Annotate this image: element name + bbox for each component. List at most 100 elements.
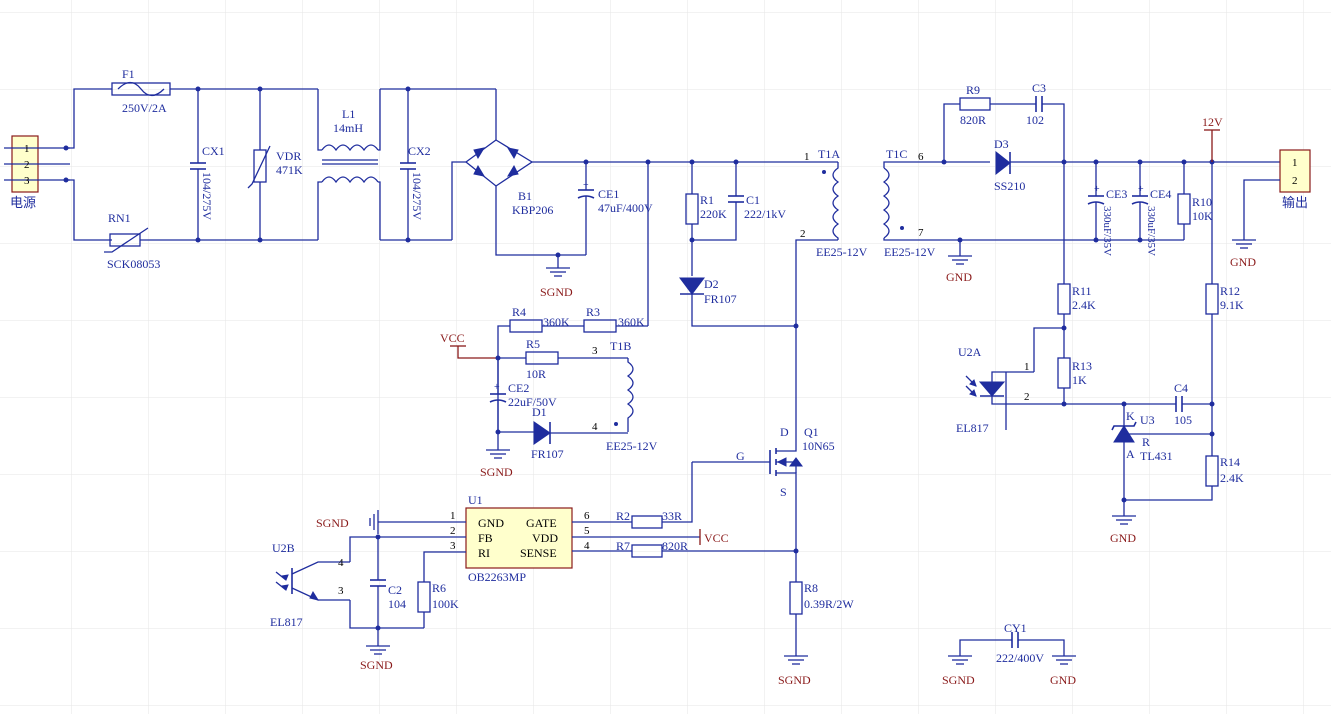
sgnd-label-6: SGND <box>942 673 975 687</box>
c2-ref: C2 <box>388 583 402 597</box>
resistor-r6[interactable]: R6 100K <box>417 581 459 628</box>
d3-ref: D3 <box>994 137 1009 151</box>
u1-pin6-num: 6 <box>584 510 590 522</box>
ntc-rn1[interactable]: RN1 SCK08053 <box>104 211 160 271</box>
cy1-ref: CY1 <box>1004 621 1027 635</box>
vdr-value: 471K <box>276 163 303 177</box>
r10-ref: R10 <box>1192 195 1212 209</box>
r5-ref: R5 <box>526 337 540 351</box>
ground-sgnd-3: SGND <box>316 510 379 534</box>
u1-ref: U1 <box>468 493 483 507</box>
ground-gnd-2: GND <box>1230 239 1256 269</box>
resistor-r13[interactable]: R13 1K <box>1057 357 1092 404</box>
u1-pin4-num: 4 <box>584 540 590 552</box>
capacitor-ce3[interactable]: + CE3 330uF/35V <box>1087 162 1127 256</box>
gnd-label-1: GND <box>946 270 972 284</box>
mosfet-q1[interactable]: D G S Q1 10N65 <box>692 420 835 499</box>
u1-pin2-num: 2 <box>450 525 456 537</box>
cx1-ref: CX1 <box>202 144 225 158</box>
v12-label: 12V <box>1202 115 1223 129</box>
resistor-r11[interactable]: R11 2.4K <box>1057 283 1096 315</box>
r8-ref: R8 <box>804 581 818 595</box>
transformer-t1b[interactable]: 3 4 T1B EE25-12V <box>592 339 658 453</box>
output-connector[interactable]: 1 2 输出 <box>1279 149 1311 210</box>
resistor-r2[interactable]: R2 33R <box>616 509 682 529</box>
u1-pin6-name: GATE <box>526 516 557 530</box>
resistor-r14[interactable]: R14 2.4K <box>1124 455 1244 501</box>
input-pin-2: 2 <box>24 159 30 171</box>
t1b-pin4: 4 <box>592 421 598 433</box>
capacitor-ce4[interactable]: + CE4 330uF/35V <box>1131 162 1171 256</box>
u2b-pin4: 4 <box>338 557 344 569</box>
ic-u1[interactable]: U1 OB2263MP GND FB RI GATE VDD SENSE 1 2… <box>450 493 590 584</box>
u3-a-label: A <box>1126 447 1135 461</box>
resistor-r8[interactable]: R8 0.39R/2W <box>789 581 854 656</box>
resistor-r10[interactable]: R10 10K <box>1177 162 1213 240</box>
d1-ref: D1 <box>532 405 547 419</box>
resistor-r7[interactable]: R7 820R <box>616 539 688 558</box>
capacitor-c1[interactable]: C1 222/1kV <box>692 162 786 241</box>
u1-pin5-name: VDD <box>532 531 558 545</box>
u2b-pin3: 3 <box>338 585 344 597</box>
capacitor-ce2[interactable]: + CE2 22uF/50V <box>489 381 557 409</box>
ce3-value: 330uF/35V <box>1101 206 1113 256</box>
capacitor-ce1[interactable]: + CE1 47uF/400V <box>577 162 653 255</box>
u1-pin4-name: SENSE <box>520 546 557 560</box>
gnd-label-3: GND <box>1110 531 1136 545</box>
vdr-ref: VDR <box>276 149 301 163</box>
u2a-pin1: 1 <box>1024 361 1030 373</box>
u3-value: TL431 <box>1140 449 1173 463</box>
choke-l1[interactable]: L1 14mH <box>317 89 381 240</box>
u1-value: OB2263MP <box>468 570 526 584</box>
ground-gnd-1: GND <box>946 255 972 284</box>
d2-ref: D2 <box>704 277 719 291</box>
diode-d1[interactable]: D1 FR107 <box>498 405 628 461</box>
ground-gnd-4: GND <box>1050 655 1076 687</box>
capacitor-c2[interactable]: C2 104 <box>370 537 406 646</box>
q1-drain-label: D <box>780 425 789 439</box>
resistor-r1[interactable]: R1 220K <box>685 162 727 276</box>
ce2-ref: CE2 <box>508 381 529 395</box>
ce1-value: 47uF/400V <box>598 201 653 215</box>
sgnd-label-5: SGND <box>360 658 393 672</box>
q1-value: 10N65 <box>802 439 835 453</box>
resistor-r5[interactable]: R5 10R <box>525 337 559 381</box>
capacitor-c3[interactable]: C3 102 <box>1026 81 1046 127</box>
fuse-f1[interactable]: F1 250V/2A <box>111 67 171 115</box>
t1a-pin1: 1 <box>804 151 810 163</box>
power-port-12v: 12V <box>1202 115 1223 162</box>
varistor-vdr[interactable]: VDR 471K <box>247 89 303 240</box>
cx2-ref: CX2 <box>408 144 431 158</box>
transformer-t1a[interactable]: 1 2 T1A EE25-12V <box>795 147 868 420</box>
svg-text:+: + <box>1094 184 1100 195</box>
r12-ref: R12 <box>1220 284 1240 298</box>
r8-value: 0.39R/2W <box>804 597 854 611</box>
ce1-ref: CE1 <box>598 187 619 201</box>
capacitor-cx1[interactable]: CX1 104/275V <box>190 89 225 240</box>
capacitor-cx2[interactable]: CX2 104/275V <box>400 89 431 240</box>
transformer-t1c[interactable]: T1C EE25-12V 6 7 <box>882 147 944 259</box>
sgnd-label-4: SGND <box>778 673 811 687</box>
input-pin-1: 1 <box>24 143 30 155</box>
optocoupler-u2a[interactable]: U2A EL817 1 2 <box>956 345 1034 435</box>
u1-pin1-num: 1 <box>450 510 456 522</box>
u2a-value: EL817 <box>956 421 989 435</box>
c3-value: 102 <box>1026 113 1044 127</box>
rn1-ref: RN1 <box>108 211 131 225</box>
input-connector[interactable]: 1 2 3 电源 <box>4 135 39 210</box>
capacitor-cy1[interactable]: CY1 222/400V <box>959 621 1065 665</box>
r3-ref: R3 <box>586 305 600 319</box>
input-connector-label: 电源 <box>10 195 36 210</box>
r13-value: 1K <box>1072 373 1087 387</box>
diode-d2[interactable]: D2 FR107 <box>679 277 796 327</box>
r10-value: 10K <box>1192 209 1213 223</box>
optocoupler-u2b[interactable]: U2B EL817 4 3 <box>270 541 350 629</box>
d2-value: FR107 <box>704 292 737 306</box>
vcc-label-1: VCC <box>440 331 465 345</box>
capacitor-c4[interactable]: C4 105 <box>1174 381 1192 427</box>
ground-sgnd-2: SGND <box>480 449 513 479</box>
diode-d3[interactable]: D3 SS210 <box>994 137 1025 193</box>
regulator-u3[interactable]: K U3 R A TL431 <box>1111 404 1212 500</box>
vcc-label-2: VCC <box>704 531 729 545</box>
